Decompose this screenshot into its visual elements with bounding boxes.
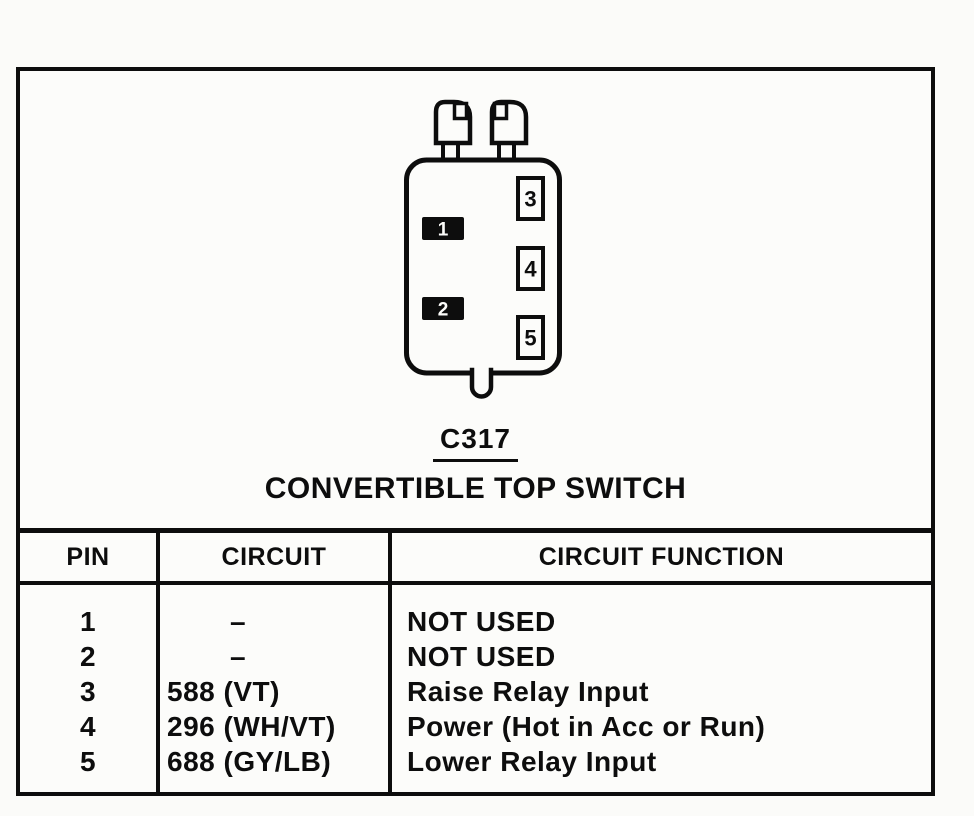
circuit-function: NOT USED [407,641,556,672]
pin-3-label: 3 [524,187,536,212]
pin-4-cavity [516,246,545,291]
pin-5-label: 5 [524,326,536,351]
circuit-function: Power (Hot in Acc or Run) [407,711,766,742]
left-terminal-legs [441,141,460,161]
circuit-function: Raise Relay Input [407,676,649,707]
connector-diagram-panel: 1 2 3 4 5 C317 CONVERTIBLE TOP SWITCH PI… [16,67,935,796]
pin-number: 5 [79,746,97,777]
column-header-pin: PIN [20,533,160,585]
pin-number: 1 [79,606,97,637]
right-terminal-legs [497,141,516,161]
connector-index-tab [469,367,494,399]
pinout-table: PIN CIRCUIT CIRCUIT FUNCTION 1 2 3 4 5 –… [20,528,931,792]
pin-3-cavity [516,176,545,221]
circuit-function: NOT USED [407,606,556,637]
pin-number: 3 [79,676,97,707]
circuit-value: 688 (GY/LB) [167,746,332,777]
pin-1-cavity [422,217,464,240]
circuit-value: – [230,606,247,637]
pin-5-cavity [516,315,545,360]
pin-2-label: 2 [438,300,449,321]
left-terminal-notch [452,101,469,121]
connector-id-row: C317 [20,423,931,462]
column-header-circuit-function: CIRCUIT FUNCTION [392,533,931,585]
connector-diagram: 1 2 3 4 5 [404,99,562,399]
right-terminal-notch [492,101,509,121]
pin-1-label: 1 [438,220,449,241]
pin-4-label: 4 [524,257,537,282]
connector-title: CONVERTIBLE TOP SWITCH [264,472,687,505]
circuit-function: Lower Relay Input [407,746,657,777]
circuit-value: 296 (WH/VT) [167,711,336,742]
pin-number: 4 [79,711,97,742]
circuit-value: 588 (VT) [167,676,280,707]
circuit-value: – [230,641,247,672]
pin-number: 2 [79,641,97,672]
circuit-column: – – 588 (VT) 296 (WH/VT) 688 (GY/LB) [160,585,392,792]
pin-2-cavity [422,297,464,320]
column-header-circuit: CIRCUIT [160,533,392,585]
connector-id: C317 [433,423,518,462]
pin-column: 1 2 3 4 5 [20,585,160,792]
circuit-function-column: NOT USED NOT USED Raise Relay Input Powe… [392,585,931,792]
